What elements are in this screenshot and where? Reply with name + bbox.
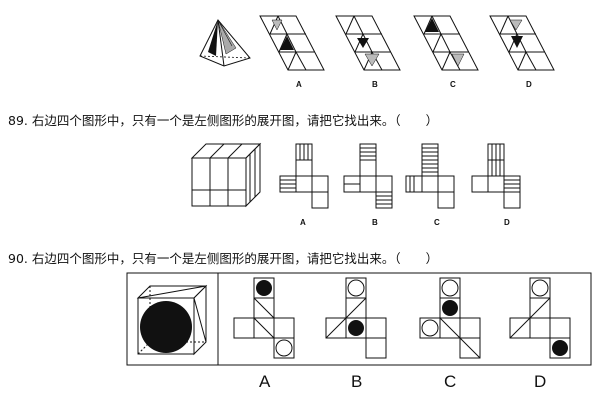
option-label-c-88: C <box>450 80 456 89</box>
net-option-d-90[interactable] <box>506 276 576 362</box>
net-option-c-90[interactable] <box>416 276 486 362</box>
net-option-b-90[interactable] <box>322 276 392 362</box>
option-label-c-90: C <box>444 372 457 391</box>
option-label-a-90: A <box>259 372 271 391</box>
net-option-c-89[interactable] <box>404 142 460 210</box>
cube-figure-89 <box>190 142 262 208</box>
question-89-prompt: 89. 右边四个图形中，只有一个是左侧图形的展开图，请把它找出来。（ ） <box>8 113 439 128</box>
net-option-d-89[interactable] <box>470 142 526 210</box>
net-option-a-89[interactable] <box>278 142 334 210</box>
net-option-c-88[interactable] <box>412 14 480 72</box>
option-label-b-88: B <box>372 80 378 89</box>
question-90-prompt: 90. 右边四个图形中，只有一个是左侧图形的展开图，请把它找出来。（ ） <box>8 251 439 266</box>
net-option-b-89[interactable] <box>342 142 398 210</box>
option-label-d-90: D <box>534 372 547 391</box>
net-option-a-88[interactable] <box>258 14 326 72</box>
option-label-a-89: A <box>300 218 306 227</box>
option-label-d-89: D <box>504 218 510 227</box>
option-label-b-89: B <box>372 218 378 227</box>
net-option-d-88[interactable] <box>488 14 556 72</box>
option-label-d-88: D <box>526 80 532 89</box>
pyramid-figure <box>196 18 254 68</box>
net-option-a-90[interactable] <box>230 276 300 362</box>
net-option-b-88[interactable] <box>334 14 402 72</box>
option-label-b-90: B <box>351 372 363 391</box>
option-label-c-89: C <box>434 218 440 227</box>
cube-figure-90 <box>136 284 208 356</box>
option-label-a-88: A <box>296 80 302 89</box>
